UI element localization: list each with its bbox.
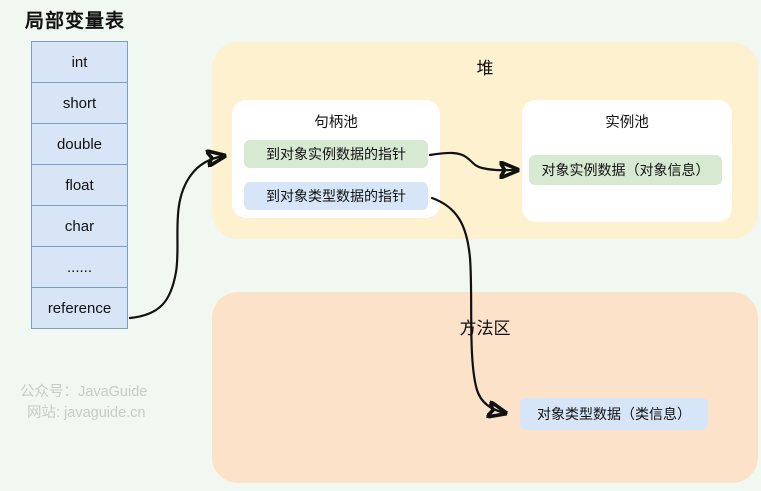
local-variable-table: int short double float char ...... refer… bbox=[31, 41, 128, 329]
instance-pool-title: 实例池 bbox=[605, 115, 649, 131]
table-cell-short: short bbox=[31, 82, 128, 124]
watermark-line-1: 公众号：JavaGuide bbox=[20, 384, 148, 400]
handle-pool: 句柄池 到对象实例数据的指针 到对象类型数据的指针 bbox=[232, 100, 440, 218]
handle-pool-type-data-pointer: 到对象类型数据的指针 bbox=[244, 182, 428, 210]
watermark: 公众号：JavaGuide 网站: javaguide.cn bbox=[20, 382, 147, 424]
table-cell-char: char bbox=[31, 205, 128, 247]
table-cell-reference: reference bbox=[31, 287, 128, 329]
watermark-line-2: 网站: javaguide.cn bbox=[27, 405, 146, 421]
table-cell-ellipsis: ...... bbox=[31, 246, 128, 288]
instance-pool: 实例池 对象实例数据（对象信息） bbox=[522, 100, 732, 222]
arrow-reference-to-handle-pool bbox=[128, 156, 224, 320]
handle-pool-instance-data-pointer: 到对象实例数据的指针 bbox=[244, 140, 428, 168]
method-area-region: 方法区 对象类型数据（类信息） bbox=[212, 292, 758, 483]
local-variable-table-title: 局部变量表 bbox=[25, 11, 126, 32]
table-cell-int: int bbox=[31, 41, 128, 83]
table-cell-float: float bbox=[31, 164, 128, 206]
instance-pool-object-instance-data: 对象实例数据（对象信息） bbox=[529, 155, 722, 185]
method-area-object-type-data: 对象类型数据（类信息） bbox=[520, 398, 708, 430]
heap-region: 堆 句柄池 到对象实例数据的指针 到对象类型数据的指针 实例池 对象实例数据（对… bbox=[212, 42, 758, 239]
table-cell-double: double bbox=[31, 123, 128, 165]
handle-pool-title: 句柄池 bbox=[314, 115, 358, 131]
method-area-title: 方法区 bbox=[459, 319, 511, 338]
heap-title: 堆 bbox=[476, 59, 494, 78]
